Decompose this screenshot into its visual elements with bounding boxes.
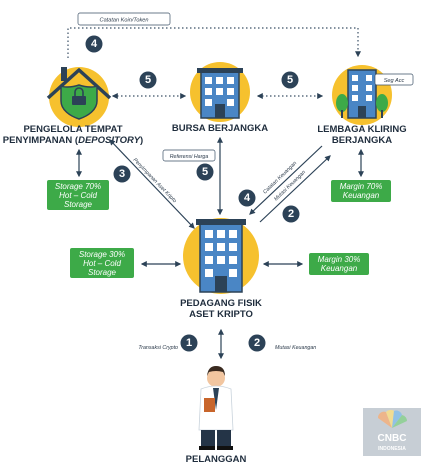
- watermark-sub: INDONESIA: [378, 446, 406, 452]
- cnbc-watermark: CNBC INDONESIA: [363, 408, 421, 456]
- office-building-icon: [197, 68, 243, 119]
- step-badge: 5: [281, 71, 299, 89]
- customer-label-a: Transaksi Crypto: [138, 345, 178, 351]
- svg-text:Storage: Storage: [88, 268, 117, 277]
- svg-text:Storage: Storage: [64, 200, 93, 209]
- top-link: Catatan Koin/Token 4: [67, 12, 361, 58]
- trader-title-line1: PEDAGANG FISIK: [180, 298, 262, 309]
- dep-trader-label: Penyimpanan Aset Kripto: [132, 157, 178, 204]
- storage-70-box: Storage 70% Hot – Cold Storage: [47, 180, 109, 210]
- depository-title-line2: PENYIMPANAN (DEPOSITORY): [3, 135, 143, 146]
- step-badge: 3: [113, 165, 131, 183]
- step-badge: 5: [196, 163, 214, 181]
- clearing-title-line1: LEMBAGA KLIRING: [317, 124, 406, 135]
- watermark-brand: CNBC: [378, 433, 407, 444]
- svg-text:Keuangan: Keuangan: [321, 264, 358, 273]
- svg-text:5: 5: [287, 74, 293, 86]
- step-badge-number: 4: [91, 38, 98, 50]
- exch-trader-label: Referensi Harga: [170, 154, 209, 160]
- storage-30-box: Storage 30% Hot – Cold Storage: [70, 248, 134, 278]
- person-icon: [198, 366, 234, 450]
- clearing-node: Seg Acc LEMBAGA KLIRING BERJANGKA: [317, 65, 414, 146]
- top-link-label: Catatan Koin/Token: [100, 18, 149, 24]
- top-link-label-box: [77, 12, 171, 26]
- exchange-node: BURSA BERJANGKA: [172, 62, 268, 134]
- clearing-title-line2: BERJANGKA: [332, 135, 392, 146]
- office-tower-icon: [196, 219, 246, 293]
- step-badge: 2: [248, 334, 266, 352]
- svg-text:Hot – Cold: Hot – Cold: [83, 259, 121, 268]
- seg-acc-label: Seg Acc: [384, 78, 405, 84]
- svg-text:Storage 70%: Storage 70%: [55, 182, 101, 191]
- svg-text:2: 2: [288, 208, 294, 220]
- svg-text:Storage 30%: Storage 30%: [79, 250, 125, 259]
- house-shield-icon: [46, 67, 112, 120]
- step-badge: 5: [139, 71, 157, 89]
- svg-text:5: 5: [145, 74, 151, 86]
- svg-text:Margin 30%: Margin 30%: [318, 255, 361, 264]
- price-ref-box: [162, 149, 216, 162]
- svg-text:2: 2: [254, 337, 260, 349]
- svg-text:Keuangan: Keuangan: [343, 191, 380, 200]
- svg-text:5: 5: [202, 166, 208, 178]
- step-badge: 1: [180, 334, 198, 352]
- trader-title-line2: ASET KRIPTO: [189, 309, 253, 320]
- step-badge: 4: [238, 189, 256, 207]
- customer-label-b: Mutasi Keuangan: [275, 345, 316, 351]
- connectors: [76, 93, 364, 360]
- margin-30-box: Margin 30% Keuangan: [309, 253, 369, 275]
- exchange-title: BURSA BERJANGKA: [172, 123, 268, 134]
- office-building-trees-icon: [336, 69, 388, 119]
- step-badge: [85, 35, 103, 53]
- customer-title: PELANGGAN: [186, 454, 247, 465]
- svg-text:1: 1: [186, 337, 192, 349]
- depository-title-line1: PENGELOLA TEMPAT: [23, 124, 122, 135]
- svg-text:Hot – Cold: Hot – Cold: [59, 191, 97, 200]
- seg-acc-tag: [374, 73, 414, 86]
- svg-text:Margin 70%: Margin 70%: [340, 182, 383, 191]
- svg-text:4: 4: [244, 192, 251, 204]
- depository-node: PENGELOLA TEMPAT PENYIMPANAN (DEPOSITORY…: [3, 67, 143, 146]
- margin-70-box: Margin 70% Keuangan: [331, 180, 391, 202]
- step-badge: 2: [282, 205, 300, 223]
- trader-node: PEDAGANG FISIK ASET KRIPTO: [180, 218, 262, 320]
- svg-text:3: 3: [119, 168, 125, 180]
